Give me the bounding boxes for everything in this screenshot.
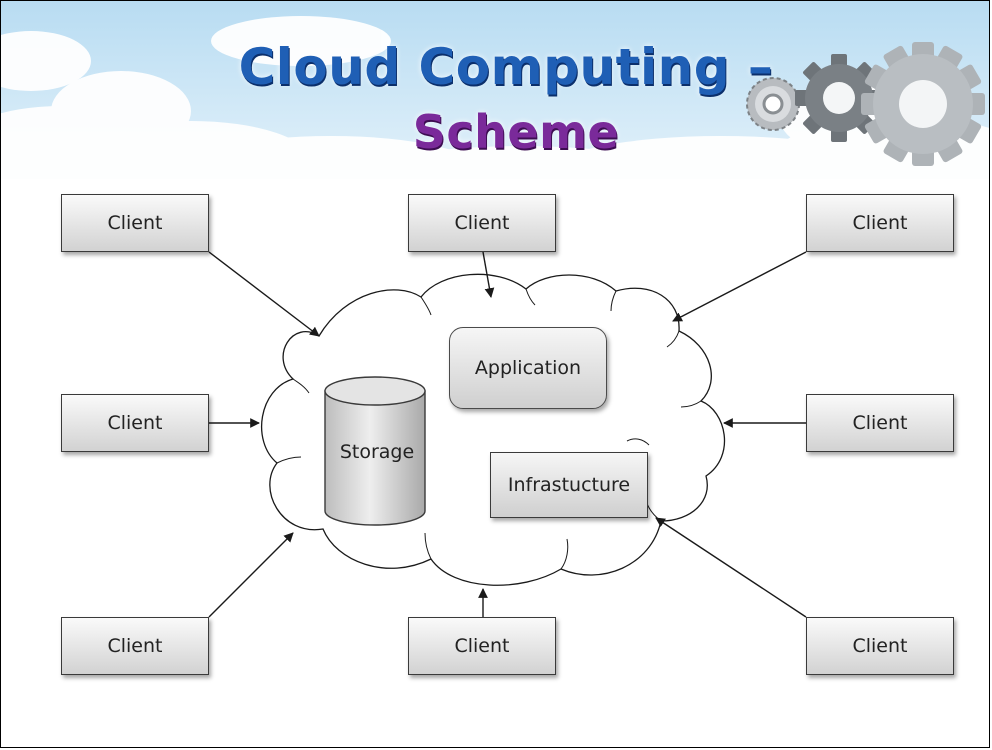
- client-box-top-right: Client: [806, 194, 954, 252]
- application-box: Application: [449, 327, 607, 409]
- connector-bottom-left: [208, 532, 294, 618]
- connector-top-center: [482, 251, 495, 298]
- client-box-top-center: Client: [408, 194, 556, 252]
- connector-top-right: [672, 251, 807, 322]
- connector-top-left: [208, 251, 320, 337]
- client-box-middle-right: Client: [806, 394, 954, 452]
- title-line-2: Scheme: [412, 105, 620, 159]
- infrastructure-box: Infrastucture: [490, 452, 648, 518]
- connector-bottom-right: [655, 517, 807, 618]
- client-box-middle-left: Client: [61, 394, 209, 452]
- title-line-1: Cloud Computing –: [238, 38, 774, 96]
- storage-label: Storage: [339, 441, 415, 463]
- client-box-bottom-center: Client: [408, 617, 556, 675]
- client-box-bottom-left: Client: [61, 617, 209, 675]
- client-box-bottom-right: Client: [806, 617, 954, 675]
- gears-icon: [746, 42, 985, 166]
- client-box-top-left: Client: [61, 194, 209, 252]
- storage-cylinder: [324, 376, 426, 526]
